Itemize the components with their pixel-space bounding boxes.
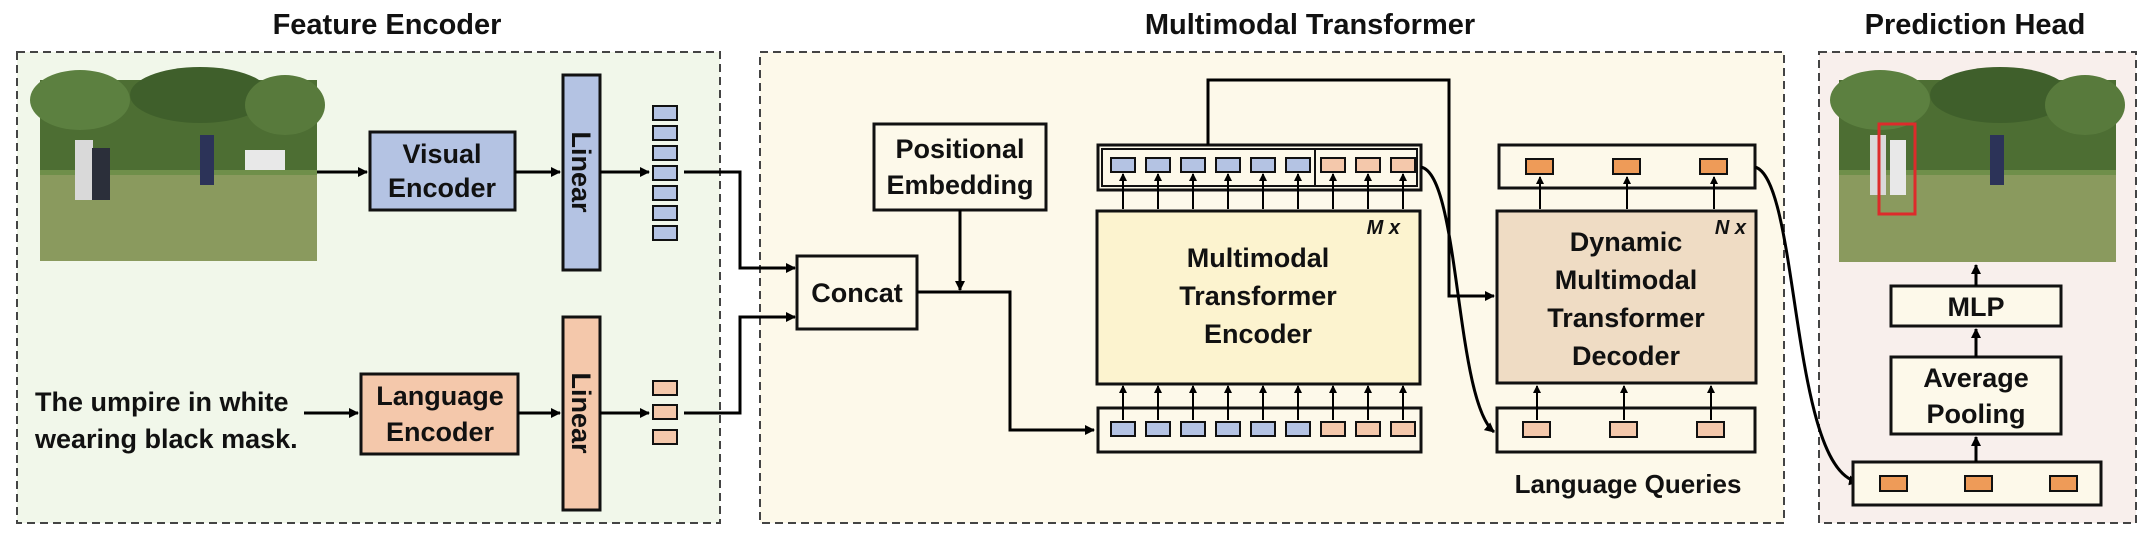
encoder-token-arrows (1119, 173, 1407, 420)
decoder-token-arrows (1533, 176, 1718, 420)
predicted-bounding-box (1877, 122, 1917, 216)
svg-text:Dynamic: Dynamic (1570, 227, 1683, 257)
language-encoder-box: Language Encoder (359, 372, 520, 456)
visual-token (652, 125, 678, 141)
visual-token (1180, 157, 1206, 173)
query-token (1609, 421, 1638, 438)
transformer-flow-arrows (917, 78, 1859, 486)
svg-text:Language: Language (376, 381, 504, 411)
visual-token (1250, 421, 1276, 437)
svg-text:Transformer: Transformer (1179, 281, 1337, 311)
language-token (652, 380, 678, 396)
input-image (30, 67, 325, 261)
visual-encoder-box: Visual Encoder (368, 130, 517, 212)
svg-text:Linear: Linear (566, 372, 596, 454)
svg-text:Decoder: Decoder (1572, 341, 1681, 371)
svg-text:Average: Average (1923, 363, 2029, 393)
visual-token (1110, 157, 1136, 173)
visual-token (1285, 421, 1311, 437)
svg-text:MLP: MLP (1948, 292, 2005, 322)
encoder-repeat-label: M x (1367, 217, 1401, 239)
concat-box: Concat (795, 254, 919, 331)
feature-encoder-arrows (304, 167, 796, 418)
prediction-input-tokens (1851, 460, 2103, 507)
encoder-output-tokens (1096, 143, 1423, 192)
visual-token (652, 145, 678, 161)
svg-text:Pooling: Pooling (1927, 399, 2026, 429)
query-token (1522, 421, 1551, 438)
decoder-repeat-label: N x (1715, 217, 1747, 239)
language-token (1320, 157, 1346, 173)
visual-token (1145, 157, 1171, 173)
svg-text:Linear: Linear (566, 131, 596, 213)
svg-text:Embedding: Embedding (887, 170, 1034, 200)
visual-token (652, 225, 678, 241)
visual-token (1145, 421, 1171, 437)
output-token (1879, 475, 1908, 492)
positional-embedding-box: Positional Embedding (872, 122, 1048, 212)
language-token-column (652, 380, 678, 445)
visual-token (1110, 421, 1136, 437)
visual-token (1215, 157, 1241, 173)
visual-token (1285, 157, 1311, 173)
svg-text:Concat: Concat (811, 278, 903, 308)
svg-text:Multimodal: Multimodal (1187, 243, 1330, 273)
dynamic-multimodal-transformer-decoder-box: Dynamic Multimodal Transformer Decoder N… (1495, 209, 1758, 385)
output-image (1830, 67, 2125, 262)
svg-text:Transformer: Transformer (1547, 303, 1705, 333)
visual-token (652, 185, 678, 201)
svg-text:Visual: Visual (402, 139, 481, 169)
input-text-line2: wearing black mask. (34, 424, 298, 454)
input-text-line1: The umpire in white (35, 387, 289, 417)
output-token (1699, 158, 1728, 175)
output-token (1612, 158, 1641, 175)
feature-encoder-title: Feature Encoder (273, 9, 502, 41)
multimodal-transformer-title: Multimodal Transformer (1145, 9, 1475, 41)
language-query-tokens (1495, 406, 1757, 454)
language-token (1355, 421, 1381, 437)
language-token (1320, 421, 1346, 437)
average-pooling-box: Average Pooling (1889, 355, 2063, 436)
mlp-box: MLP (1889, 284, 2063, 328)
multimodal-transformer-encoder-box: Multimodal Transformer Encoder M x (1095, 209, 1422, 386)
visual-token (652, 205, 678, 221)
visual-token (1250, 157, 1276, 173)
prediction-head-title: Prediction Head (1865, 9, 2086, 41)
output-token (1525, 158, 1554, 175)
linear-visual-box: Linear (561, 73, 602, 272)
language-token (1355, 157, 1381, 173)
svg-text:Encoder: Encoder (386, 417, 495, 447)
encoder-input-tokens (1096, 406, 1423, 454)
svg-text:Positional: Positional (895, 134, 1024, 164)
query-token (1696, 421, 1725, 438)
language-token (652, 429, 678, 445)
svg-text:Multimodal: Multimodal (1555, 265, 1698, 295)
output-token (1964, 475, 1993, 492)
visual-token-column (652, 105, 678, 241)
language-queries-label: Language Queries (1515, 469, 1742, 499)
visual-token (1180, 421, 1206, 437)
linear-language-box: Linear (561, 315, 602, 512)
language-token (1390, 157, 1416, 173)
visual-token (652, 165, 678, 181)
svg-text:Encoder: Encoder (388, 173, 497, 203)
output-token (2049, 475, 2078, 492)
svg-text:Encoder: Encoder (1204, 319, 1313, 349)
language-token (1390, 421, 1416, 437)
visual-token (1215, 421, 1241, 437)
visual-token (652, 105, 678, 121)
language-token (652, 404, 678, 420)
